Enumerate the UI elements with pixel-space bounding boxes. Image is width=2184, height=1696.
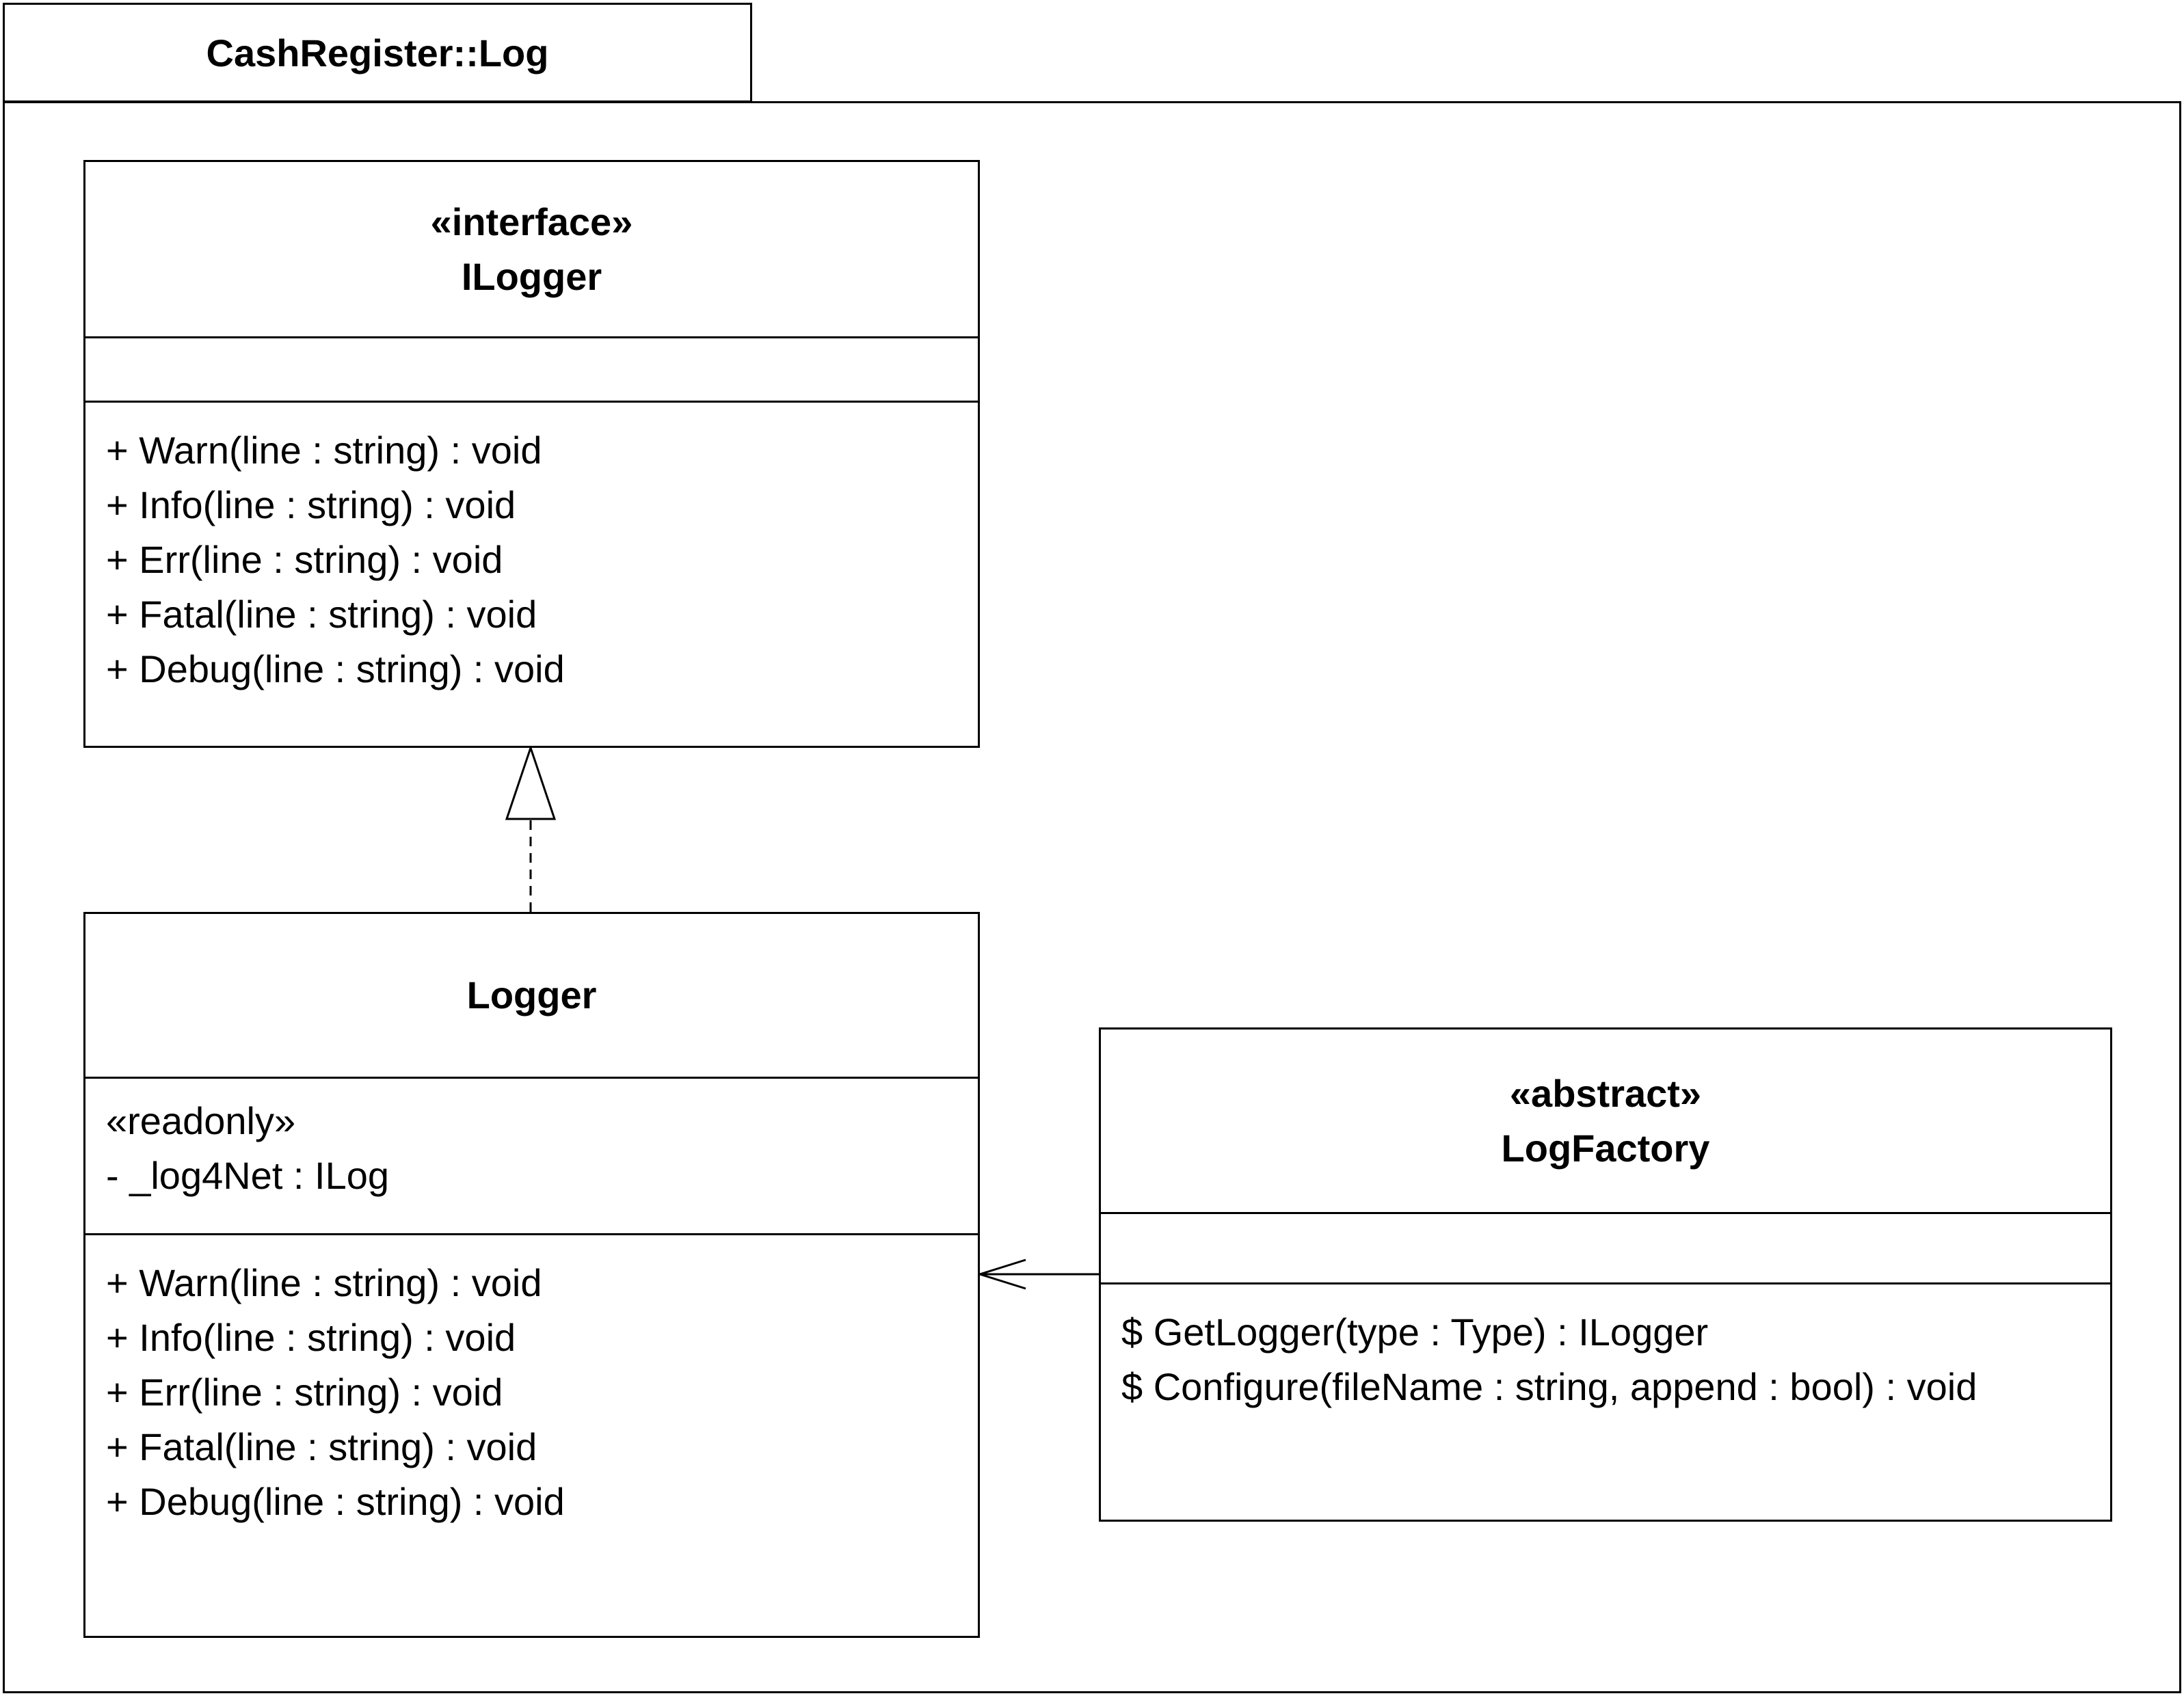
attributes-compartment: «readonly» - _log4Net : ILog: [85, 1079, 978, 1235]
operation: + Err(line : string) : void: [106, 1371, 503, 1414]
operation: + Warn(line : string) : void: [106, 1261, 542, 1304]
operation: + Fatal(line : string) : void: [106, 1425, 537, 1468]
operations-compartment: + Warn(line : string) : void + Info(line…: [85, 1235, 978, 1636]
operation: $ Configure(fileName : string, append : …: [1121, 1365, 1977, 1408]
package-name: CashRegister::Log: [206, 31, 549, 75]
package-tab: CashRegister::Log: [3, 3, 752, 103]
operation: + Warn(line : string) : void: [106, 429, 542, 472]
stereotype-label: «abstract»: [1509, 1071, 1702, 1115]
attributes-compartment: [85, 338, 978, 403]
class-logger[interactable]: Logger «readonly» - _log4Net : ILog + Wa…: [83, 912, 980, 1638]
operation: + Info(line : string) : void: [106, 1316, 516, 1359]
class-name-compartment: Logger: [85, 914, 978, 1079]
class-logfactory[interactable]: «abstract» LogFactory $ GetLogger(type :…: [1099, 1027, 2112, 1522]
class-name-compartment: «abstract» LogFactory: [1101, 1029, 2110, 1214]
attributes-compartment: [1101, 1214, 2110, 1284]
operation: + Info(line : string) : void: [106, 483, 516, 526]
attribute: - _log4Net : ILog: [106, 1154, 390, 1197]
operations-compartment: $ GetLogger(type : Type) : ILogger $ Con…: [1101, 1284, 2110, 1520]
operation: $ GetLogger(type : Type) : ILogger: [1121, 1310, 1709, 1354]
class-ilogger[interactable]: «interface» ILogger + Warn(line : string…: [83, 160, 980, 748]
class-name: LogFactory: [1501, 1126, 1710, 1170]
class-name-compartment: «interface» ILogger: [85, 162, 978, 338]
dependency-arrow: [976, 1258, 1099, 1290]
operation: + Err(line : string) : void: [106, 538, 503, 581]
class-name: Logger: [466, 973, 597, 1017]
operation: + Fatal(line : string) : void: [106, 593, 537, 636]
stereotype-label: «interface»: [430, 200, 633, 243]
class-name: ILogger: [461, 254, 602, 298]
operations-compartment: + Warn(line : string) : void + Info(line…: [85, 403, 978, 746]
operation: + Debug(line : string) : void: [106, 1480, 565, 1523]
realization-arrow: [505, 744, 557, 912]
attribute: «readonly»: [106, 1099, 296, 1142]
operation: + Debug(line : string) : void: [106, 647, 565, 690]
